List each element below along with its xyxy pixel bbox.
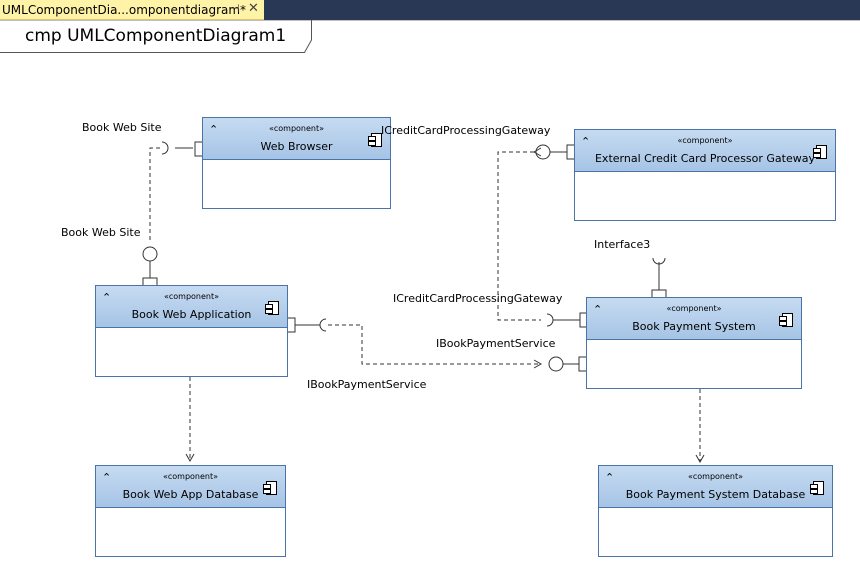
- component-icon: [265, 301, 279, 315]
- dependency-connector[interactable]: [328, 324, 543, 369]
- required-socket-icon: [652, 257, 666, 265]
- stereotype-label: «component»: [162, 472, 219, 481]
- provided-interface-icon: [548, 356, 564, 372]
- component-icon: [263, 481, 277, 495]
- tab-title: UMLComponentDia...omponentdiagram*: [2, 2, 247, 17]
- component-book-payment-system[interactable]: ⌃ «component» Book Payment System: [586, 297, 802, 389]
- interface-label: Interface3: [594, 238, 651, 251]
- component-header: ⌃ «component» Book Web App Database: [96, 466, 285, 508]
- component-web-browser[interactable]: ⌃ «component» Web Browser: [202, 117, 391, 209]
- component-name: Book Payment System Database: [625, 488, 806, 501]
- component-header: ⌃ «component» Web Browser: [203, 118, 390, 160]
- close-icon[interactable]: ✕: [248, 1, 259, 16]
- component-book-web-application[interactable]: ⌃ «component» Book Web Application: [95, 285, 288, 377]
- component-book-payment-system-database[interactable]: ⌃ «component» Book Payment System Databa…: [598, 465, 833, 557]
- interface-label: Book Web Site: [61, 226, 141, 239]
- collapse-icon[interactable]: ⌃: [581, 135, 591, 148]
- stereotype-label: «component»: [687, 472, 744, 481]
- component-header: ⌃ «component» Book Payment System Databa…: [599, 466, 832, 508]
- component-icon: [368, 133, 382, 147]
- dependency-connector[interactable]: [149, 147, 160, 243]
- required-socket-icon: [161, 141, 169, 155]
- required-socket-icon: [319, 318, 327, 332]
- collapse-icon[interactable]: ⌃: [102, 291, 112, 304]
- component-name: Book Web Application: [131, 308, 252, 321]
- component-icon: [810, 481, 824, 495]
- collapse-icon[interactable]: ⌃: [209, 123, 219, 136]
- component-icon: [813, 145, 827, 159]
- component-icon: [779, 313, 793, 327]
- provided-interface-icon: [142, 246, 158, 262]
- component-header: ⌃ «component» External Credit Card Proce…: [575, 130, 835, 172]
- collapse-icon[interactable]: ⌃: [593, 303, 603, 316]
- component-header: ⌃ «component» Book Web Application: [96, 286, 287, 328]
- stereotype-label: «component»: [268, 124, 325, 133]
- interface-label: Book Web Site: [82, 121, 162, 134]
- interface-label: ICreditCardProcessingGateway: [393, 292, 563, 305]
- stereotype-label: «component»: [163, 292, 220, 301]
- stereotype-label: «component»: [666, 304, 722, 313]
- component-external-gateway[interactable]: ⌃ «component» External Credit Card Proce…: [574, 129, 836, 221]
- component-name: Book Web App Database: [122, 488, 259, 501]
- interface-label: IBookPaymentService: [436, 337, 556, 350]
- component-name: External Credit Card Processor Gateway: [594, 152, 815, 165]
- interface-label: ICreditCardProcessingGateway: [381, 124, 551, 137]
- collapse-icon[interactable]: ⌃: [605, 471, 615, 484]
- stereotype-label: «component»: [677, 136, 733, 145]
- diagram-frame: [0, 20, 860, 53]
- component-name: Web Browser: [260, 140, 333, 153]
- diagram-title: cmp UMLComponentDiagram1: [25, 26, 287, 46]
- required-socket-icon: [546, 313, 554, 327]
- pin-icon[interactable]: ⊣: [230, 2, 240, 15]
- component-header: ⌃ «component» Book Payment System: [587, 298, 801, 340]
- collapse-icon[interactable]: ⌃: [102, 471, 112, 484]
- provided-interface-icon: [535, 144, 551, 160]
- document-tab[interactable]: UMLComponentDia...omponentdiagram* ⊣ ✕: [0, 0, 264, 20]
- interface-label: IBookPaymentService: [307, 378, 427, 391]
- component-name: Book Payment System: [632, 320, 756, 333]
- component-book-web-app-database[interactable]: ⌃ «component» Book Web App Database: [95, 465, 286, 557]
- dependency-connector[interactable]: [497, 147, 542, 321]
